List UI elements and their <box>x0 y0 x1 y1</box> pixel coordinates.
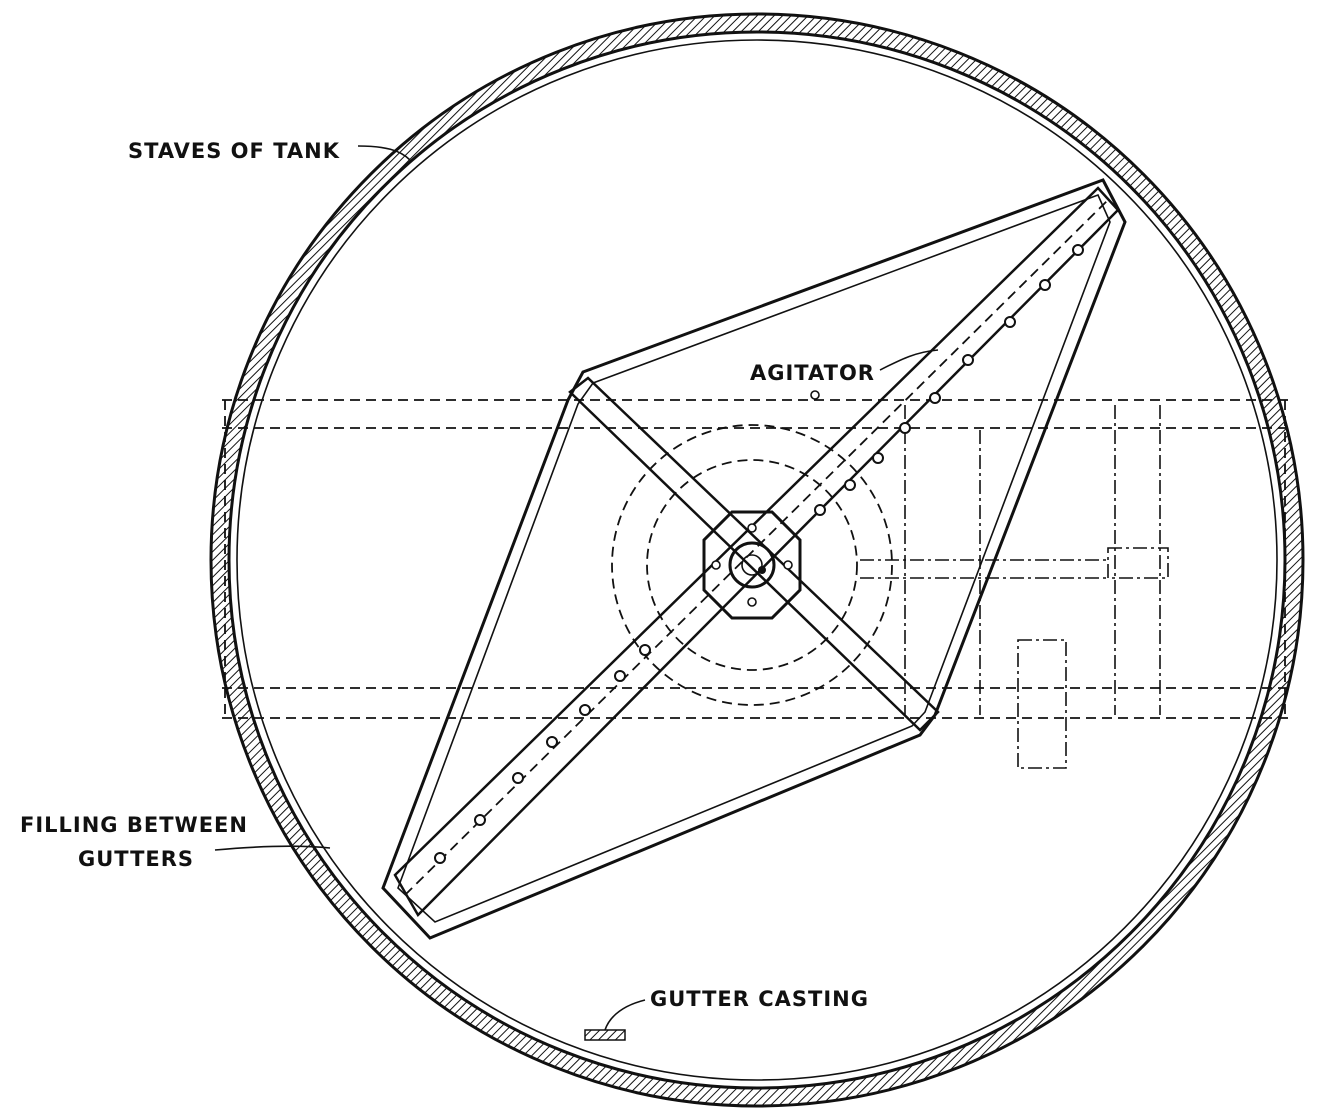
svg-text:AGITATOR: AGITATOR <box>750 361 875 385</box>
label-staves-of-tank: STAVES OF TANK <box>128 139 411 163</box>
svg-text:FILLING BETWEEN: FILLING BETWEEN <box>20 813 248 837</box>
sweep-circle-inner <box>646 459 858 671</box>
svg-text:STAVES OF TANK: STAVES OF TANK <box>128 139 340 163</box>
label-agitator: AGITATOR <box>750 349 939 400</box>
support-frame-dashed <box>222 399 1290 769</box>
label-gutter-casting: GUTTER CASTING <box>584 987 869 1041</box>
agitator <box>381 178 1127 940</box>
label-filling-between-gutters: FILLING BETWEEN GUTTERS <box>20 813 331 871</box>
hub <box>702 510 802 620</box>
svg-text:GUTTER CASTING: GUTTER CASTING <box>650 987 869 1011</box>
gutter-casting <box>584 1029 626 1041</box>
sweep-circle-outer <box>611 424 893 706</box>
svg-text:GUTTERS: GUTTERS <box>78 847 194 871</box>
tank-staves <box>209 12 1305 1108</box>
